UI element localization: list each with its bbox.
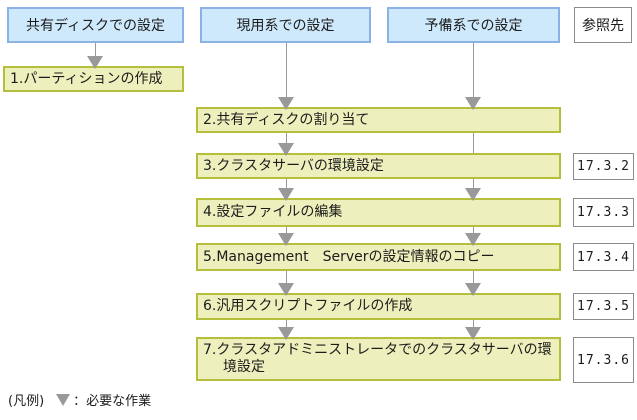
ref-number: 17.3.4 bbox=[577, 249, 630, 265]
arrow-line bbox=[286, 320, 287, 327]
header-reference: 参照先 bbox=[574, 7, 632, 43]
step-label: 2.共有ディスクの割り当て bbox=[203, 111, 370, 128]
ref-box-17-3-6: 17.3.6 bbox=[573, 337, 634, 383]
legend-arrow-meaning: ：必要な作業 bbox=[73, 394, 152, 409]
step-box-2-assign-shared-disk: 2.共有ディスクの割り当て bbox=[196, 107, 561, 133]
header-shared-disk: 共有ディスクでの設定 bbox=[7, 7, 184, 43]
arrow-down-icon bbox=[465, 97, 481, 110]
step-box-4-edit-config-file: 4.設定ファイルの編集 bbox=[196, 198, 561, 227]
arrow-line bbox=[473, 320, 474, 327]
arrow-line bbox=[473, 43, 474, 97]
arrow-line bbox=[286, 179, 287, 188]
legend: (凡例) ：必要な作業 bbox=[8, 390, 151, 409]
step-box-3-cluster-server-env: 3.クラスタサーバの環境設定 bbox=[196, 153, 561, 179]
step-label: 7.クラスタアドミニストレータでのクラスタサーバの環境設定 bbox=[203, 342, 552, 375]
arrow-down-icon bbox=[278, 327, 294, 340]
ref-number: 17.3.2 bbox=[577, 159, 630, 174]
ref-number: 17.3.6 bbox=[577, 352, 630, 368]
arrow-down-icon bbox=[278, 233, 294, 246]
header-active-system: 現用系での設定 bbox=[200, 7, 371, 43]
ref-box-17-3-4: 17.3.4 bbox=[573, 243, 634, 271]
arrow-down-icon bbox=[465, 188, 481, 201]
arrow-down-icon bbox=[87, 56, 103, 69]
arrow-down-icon bbox=[465, 233, 481, 246]
ref-number: 17.3.5 bbox=[577, 299, 630, 314]
arrow-down-icon bbox=[278, 143, 294, 156]
arrow-down-icon bbox=[278, 283, 294, 296]
arrow-down-icon bbox=[278, 188, 294, 201]
step-box-6-create-generic-script: 6.汎用スクリプトファイルの作成 bbox=[196, 293, 561, 320]
arrow-down-icon bbox=[465, 283, 481, 296]
arrow-down-icon bbox=[465, 327, 481, 340]
connector-line bbox=[473, 133, 474, 153]
step-label: 5.Management Serverの設定情報のコピー bbox=[203, 248, 495, 265]
step-box-1-create-partition: 1.パーティションの作成 bbox=[3, 66, 184, 92]
ref-box-17-3-3: 17.3.3 bbox=[573, 198, 634, 227]
arrow-line bbox=[473, 179, 474, 188]
ref-box-17-3-2: 17.3.2 bbox=[573, 153, 634, 180]
step-label: 3.クラスタサーバの環境設定 bbox=[203, 157, 384, 174]
arrow-line bbox=[286, 271, 287, 283]
step-box-7-cluster-administrator-env: 7.クラスタアドミニストレータでのクラスタサーバの環境設定 bbox=[196, 337, 561, 381]
header-standby-system: 予備系での設定 bbox=[387, 7, 560, 43]
arrow-line bbox=[473, 227, 474, 233]
step-label: 6.汎用スクリプトファイルの作成 bbox=[203, 298, 413, 314]
ref-number: 17.3.3 bbox=[577, 205, 630, 220]
step-label: 1.パーティションの作成 bbox=[10, 70, 163, 87]
arrow-line bbox=[95, 43, 96, 56]
step-box-5-copy-mgmt-server-settings: 5.Management Serverの設定情報のコピー bbox=[196, 243, 561, 271]
required-task-arrow-icon bbox=[56, 394, 71, 406]
arrow-down-icon bbox=[278, 97, 294, 110]
legend-prefix: (凡例) bbox=[8, 394, 45, 409]
arrow-line bbox=[286, 43, 287, 97]
ref-box-17-3-5: 17.3.5 bbox=[573, 293, 634, 320]
arrow-line bbox=[286, 133, 287, 143]
step-label: 4.設定ファイルの編集 bbox=[203, 204, 343, 220]
arrow-line bbox=[286, 227, 287, 233]
arrow-line bbox=[473, 271, 474, 283]
